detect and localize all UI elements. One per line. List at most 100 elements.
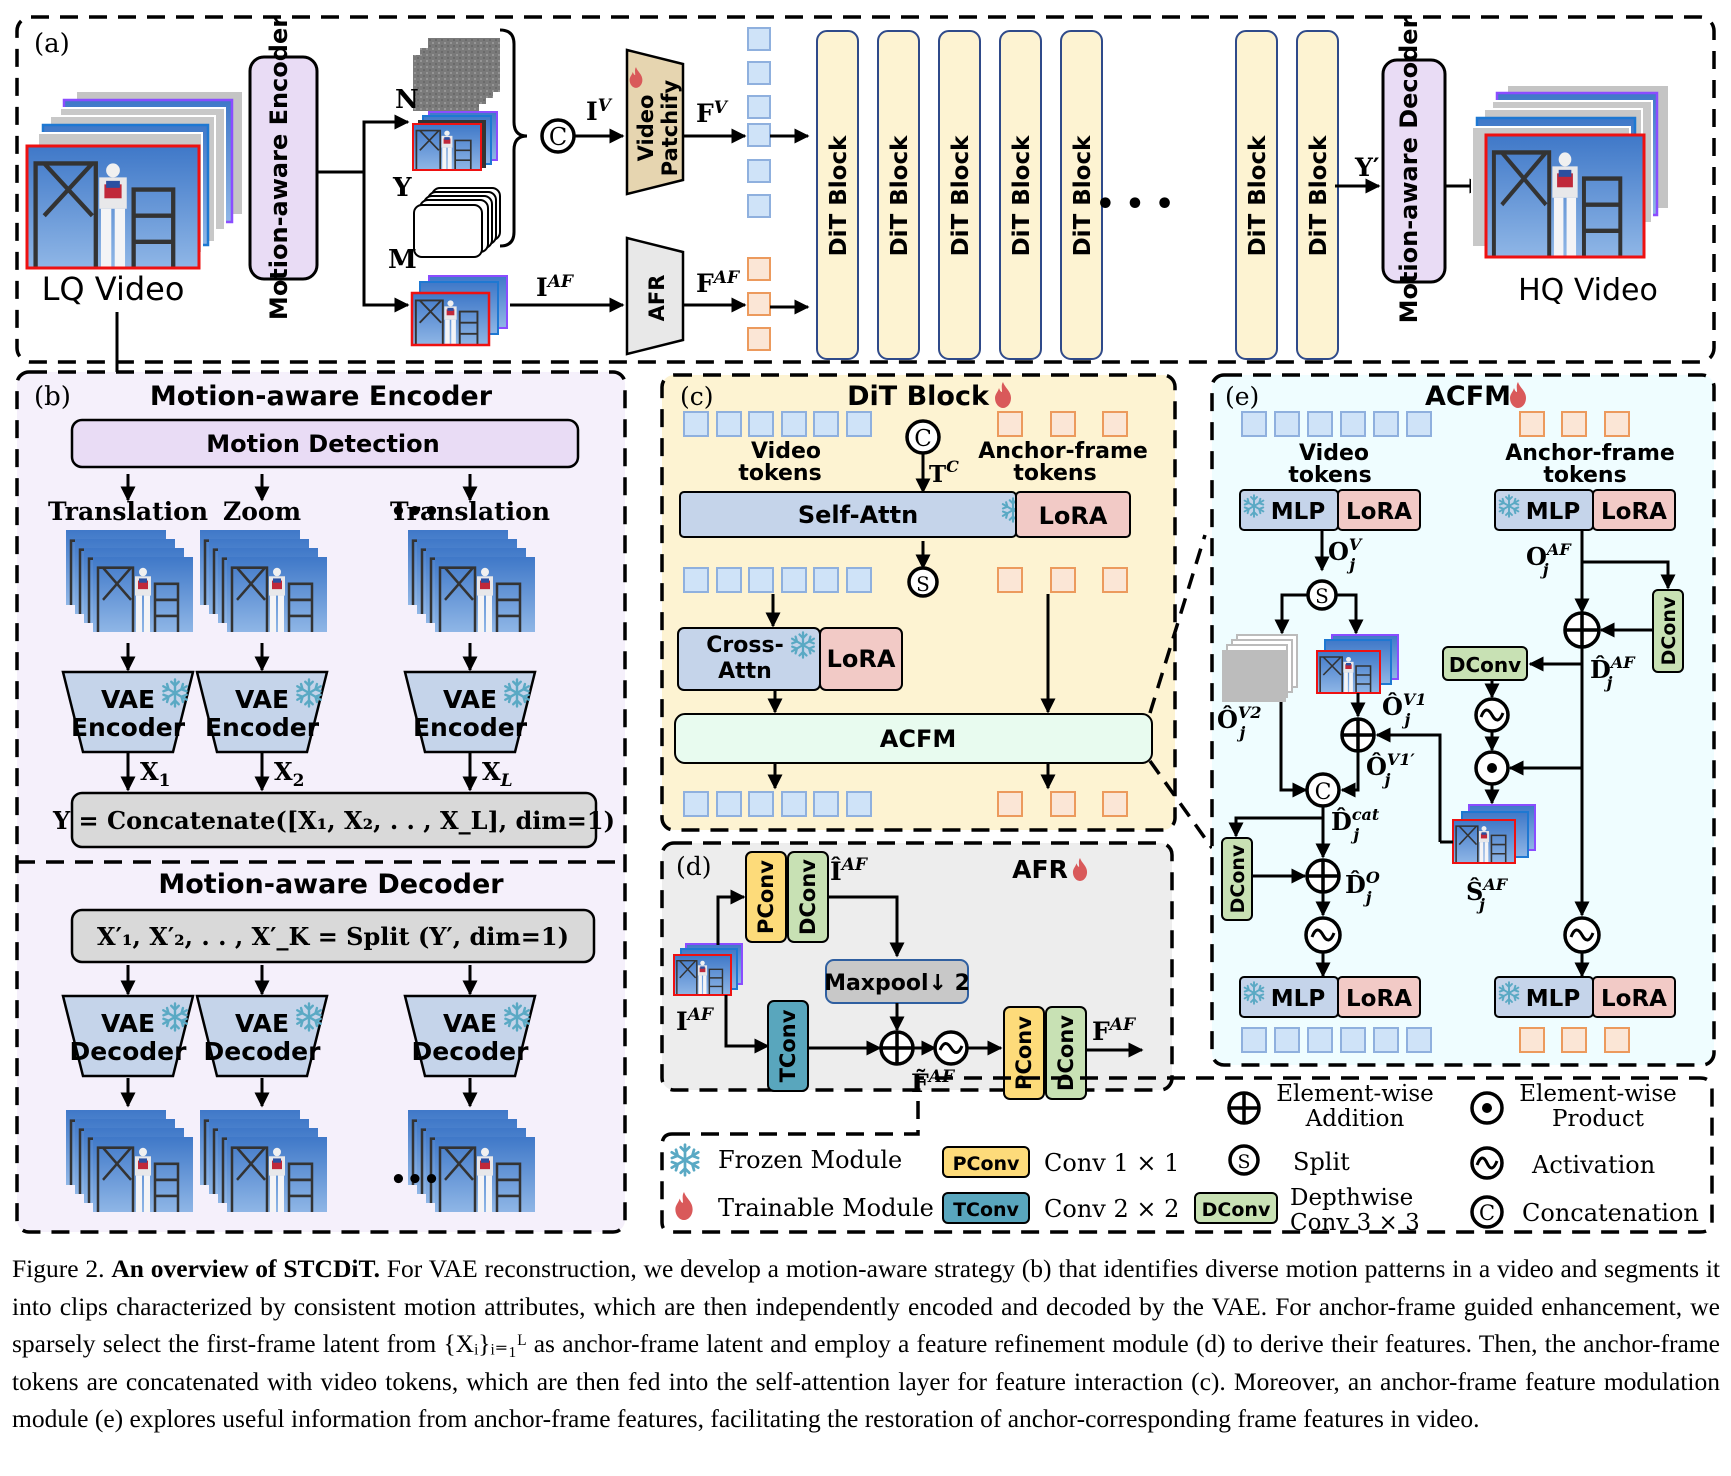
anchor-token [997,567,1023,593]
svg-text:Decoder: Decoder [204,1037,322,1066]
clip-frames [408,530,535,632]
panel-b-tag: (b) [34,382,71,412]
video-token-column [747,27,771,218]
svg-text:DConv: DConv [1202,1199,1271,1221]
panel-d: (d) AFR IAF PConv DConv ÎAF Maxpool↓ 2 T… [660,841,1174,1100]
caption-body: For VAE reconstruction, we develop a mot… [12,1254,1721,1433]
svg-text:Cross-Attn: Cross-Attn [706,633,783,684]
svg-text:ACFM: ACFM [880,725,956,753]
svg-text:AFR: AFR [645,275,669,322]
dit-block [816,30,859,360]
mask-m-stack [413,187,501,258]
activation-icon [1563,916,1601,954]
dit-block-label: DiT Block [826,135,852,257]
video-token [1340,411,1366,437]
video-token [813,567,839,593]
anchor-feature-stack [1452,804,1536,864]
legend-pconv-chip [942,1146,1030,1178]
video-token [846,411,872,437]
anchor-token [1561,1027,1587,1053]
figure-caption: Figure 2. An overview of STCDiT. For VAE… [12,1250,1720,1438]
lora-block [819,627,903,691]
svg-text:Self-Attn: Self-Attn [798,501,918,529]
ihat-label: ÎAF [830,855,869,886]
split-icon: S [907,566,939,598]
video-token [748,791,774,817]
video-token [747,123,771,147]
lora-block [1592,976,1676,1018]
video-token [748,567,774,593]
legend-split-label: Split [1293,1148,1350,1176]
video-token [716,411,742,437]
video-token [1274,1027,1300,1053]
clip-frames [66,530,193,632]
legend-tconv-desc: Conv 2 × 2 [1044,1195,1179,1223]
video-token [1307,1027,1333,1053]
fire-icon [675,1192,693,1220]
video-feature-v2-stack [1222,634,1298,702]
svg-text:Encoder: Encoder [413,713,528,742]
lora-block [1015,491,1131,538]
legend-dconv-chip [1194,1192,1278,1224]
video-token [747,95,771,119]
add-icon [1305,858,1341,894]
lq-video-stack [25,92,242,270]
dit-block-label: DiT Block [1245,135,1271,257]
svg-text:DConv: DConv [1658,596,1680,665]
anchor-token [1102,791,1128,817]
lora-block [1337,489,1421,531]
snowflake-icon [670,1143,700,1177]
pconv-block [745,851,787,943]
video-token [1241,1027,1267,1053]
motion-type-label: Translation [48,497,208,526]
video-token [1307,411,1333,437]
video-token [747,159,771,183]
panel-d-tag: (d) [676,852,712,881]
motion-ellipsis: ••• [390,497,440,527]
lora-block [1592,489,1676,531]
legend-concat-label: Concatenation [1522,1199,1699,1227]
svg-text:PConv: PConv [953,1153,1020,1175]
dit-block [938,30,981,360]
hq-video-stack [1471,86,1668,259]
video-token [781,791,807,817]
video-token [747,27,771,51]
svg-text:Encoder: Encoder [205,713,320,742]
panel-b: (b) Motion-aware Encoder Motion Detectio… [15,370,627,1234]
anchor-token [1604,1027,1630,1053]
motion-aware-encoder-box [248,55,319,281]
legend-pconv-desc: Conv 1 × 1 [1044,1149,1179,1177]
hq-video-label: HQ Video [1518,273,1658,308]
svg-text:S: S [1237,1151,1250,1173]
anchor-token [1604,411,1630,437]
svg-text:MLP: MLP [1526,986,1580,1012]
lq-video-label: LQ Video [42,270,185,308]
add-icon [1340,717,1376,753]
motion-type-label: Zoom [223,497,301,526]
brace [499,28,528,248]
anchor-token [1050,567,1076,593]
lora-block [1337,976,1421,1018]
video-feature-v1-stack [1316,634,1399,694]
video-token [1373,1027,1399,1053]
anchor-token [1102,411,1128,437]
svg-text:Maxpool↓ 2: Maxpool↓ 2 [824,971,970,996]
video-token [1340,1027,1366,1053]
legend-concat-icon: C [1470,1195,1504,1229]
panel-a: (a) LQ Video Motion-aware Encoder N [15,15,1716,422]
dit-block-title: DiT Block [847,381,990,412]
video-token [716,791,742,817]
svg-text:VideoPatchify: VideoPatchify [634,79,682,176]
motion-detection-box [70,418,580,469]
